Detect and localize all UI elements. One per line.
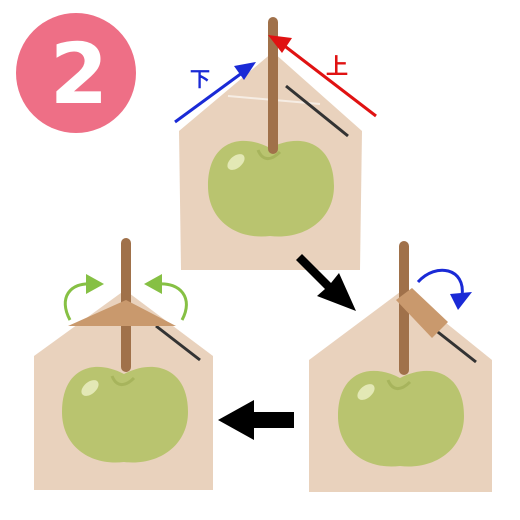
fold-arrow-right	[144, 274, 188, 321]
panel-left	[34, 238, 213, 490]
flow-arrow-down-right	[292, 254, 356, 311]
apple	[62, 366, 188, 463]
fold-arrow-left-head	[86, 274, 104, 294]
rotate-arrow-curve	[416, 268, 464, 297]
fold-arrow-left	[63, 274, 104, 321]
apple-stem-dimple	[256, 149, 282, 160]
step-badge: 2	[16, 13, 136, 133]
arrow-down-direction: 下	[174, 62, 256, 124]
fold-guide-line	[155, 324, 201, 362]
tape-flap	[396, 288, 448, 338]
apple-body	[338, 370, 464, 467]
arrow-down-head	[234, 62, 256, 80]
arrow-up-head	[268, 35, 292, 53]
fold-guide-line	[285, 84, 349, 138]
apple-stem-dimple	[386, 379, 412, 390]
arrow-up-line	[281, 42, 377, 118]
step-number: 2	[50, 25, 108, 123]
panel-top: 下 上	[174, 17, 377, 270]
apple-highlight	[227, 154, 245, 170]
flow-arrow-left	[218, 400, 294, 440]
fold-arrow-right-head	[144, 274, 162, 294]
label-down: 下	[190, 67, 210, 91]
fold-arrow-right-curve	[157, 282, 188, 321]
arrow-down-line	[174, 68, 247, 124]
arrow-up-direction: 上	[268, 35, 377, 118]
apple-highlight	[357, 384, 375, 400]
stick	[268, 17, 278, 154]
label-up: 上	[326, 55, 348, 80]
apple	[338, 370, 464, 467]
apple-highlight	[81, 380, 99, 396]
apple-body	[208, 140, 334, 237]
apple-body	[62, 366, 188, 463]
rotate-arrow	[416, 268, 472, 310]
rotate-arrow-head	[450, 292, 472, 310]
step-badge-circle	[16, 13, 136, 133]
apple-stem-dimple	[110, 375, 136, 386]
panel-right	[309, 241, 492, 492]
apple	[208, 140, 334, 237]
tape-band	[68, 300, 176, 326]
